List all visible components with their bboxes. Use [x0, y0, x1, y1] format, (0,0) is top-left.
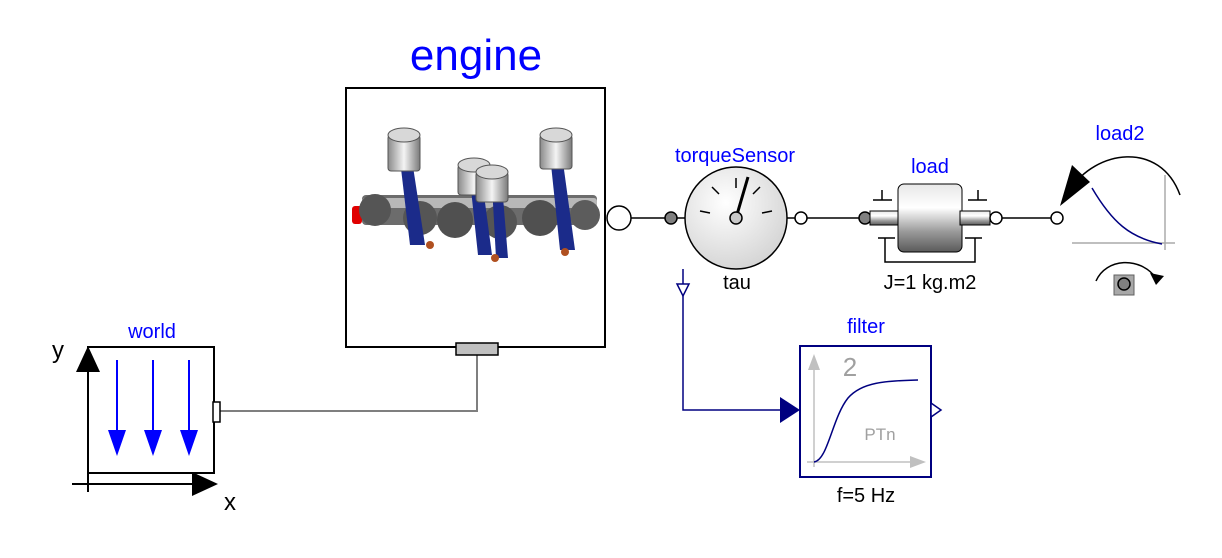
load2-component[interactable]: load2 [1050, 123, 1181, 296]
engine-frame-connector[interactable] [455, 342, 499, 356]
filter-input-connector[interactable] [780, 397, 800, 423]
engine-label: engine [410, 31, 542, 80]
filter-type-label: PTn [864, 425, 895, 444]
load-parameter: J=1 kg.m2 [884, 272, 977, 294]
filter-component[interactable]: filter 2 PTn f=5 Hz [780, 316, 943, 507]
torque-sensor-flange-a[interactable] [664, 211, 678, 225]
dial-needle [734, 176, 750, 219]
load2-arrow-icon [1060, 165, 1090, 206]
torque-sensor-component[interactable]: torqueSensor tau [664, 145, 808, 298]
load-inertia-cylinder [897, 183, 963, 253]
connections [220, 217, 1057, 412]
engine-flange[interactable] [606, 205, 632, 231]
load-flange-b[interactable] [989, 211, 1003, 225]
filter-step-plot [807, 354, 926, 468]
load-label: load [911, 156, 949, 178]
filter-parameter: f=5 Hz [837, 485, 895, 507]
world-axis-x-label: x [224, 489, 236, 516]
gravity-arrows [108, 360, 198, 456]
world-frame-connector[interactable] [212, 401, 221, 423]
filter-output-connector[interactable] [930, 401, 943, 419]
world-axes [72, 346, 218, 496]
load-component[interactable]: load J=1 kg.m2 [858, 156, 1003, 294]
world-component[interactable]: world y x [52, 321, 236, 516]
load2-support-arc [1095, 261, 1157, 282]
load2-flange[interactable] [1050, 211, 1064, 225]
tau-output-connector[interactable] [675, 283, 691, 298]
tau-filter-connection[interactable] [682, 296, 780, 411]
filter-label: filter [847, 316, 885, 338]
world-frame [87, 346, 215, 474]
engine-component[interactable]: engine [345, 31, 632, 356]
load2-label: load2 [1096, 123, 1145, 145]
world-engine-connection[interactable] [220, 354, 478, 412]
world-label: world [127, 321, 176, 343]
load2-rotation-arc [1069, 156, 1181, 196]
tau-label: tau [723, 272, 751, 294]
dial-ticks [699, 178, 773, 214]
load-flange-a[interactable] [858, 211, 872, 225]
filter-order: 2 [843, 352, 857, 382]
load-bearing-marks [873, 190, 987, 263]
crankshaft-illustration [352, 127, 600, 262]
world-axis-y-label: y [52, 337, 64, 364]
torque-sensor-flange-b[interactable] [794, 211, 808, 225]
torque-sensor-label: torqueSensor [675, 145, 795, 167]
load2-characteristic-plot [1072, 175, 1175, 250]
